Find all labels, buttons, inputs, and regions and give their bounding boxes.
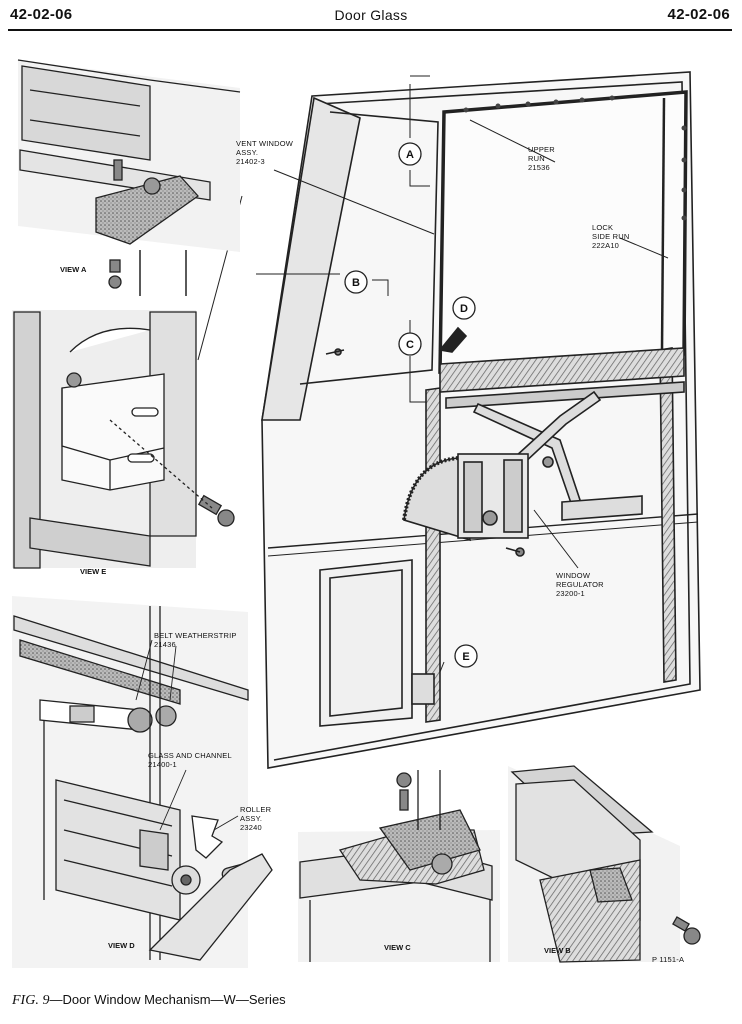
figure-label: FIG. (12, 993, 39, 1008)
vent-window-label-line2: ASSY. (236, 148, 258, 157)
roller-assy-label-line1: ROLLER (240, 805, 272, 814)
window-regulator-label-line3: 23200-1 (556, 589, 585, 598)
callout-c: C (406, 339, 414, 351)
figure-caption-text: —Door Window Mechanism—W—Series (49, 992, 286, 1007)
callout-d: D (460, 303, 468, 315)
roller-assy-label-line3: 23240 (240, 823, 262, 832)
view-a-detail (17, 59, 241, 296)
label-leaders (135, 639, 239, 831)
callout-e: E (462, 651, 469, 663)
callout-a: A (406, 149, 414, 161)
lock-side-run-label-line2: SIDE RUN (592, 232, 629, 241)
header-rule (8, 29, 732, 31)
view-a-label: VIEW A (60, 265, 87, 274)
plate-number: P 1151-A (652, 955, 684, 964)
view-b-label: VIEW B (544, 946, 571, 955)
callout-markers: A B C D E (344, 142, 478, 668)
glass-channel-label-line1: GLASS AND CHANNEL (148, 751, 232, 760)
figure-caption: FIG. 9—Door Window Mechanism—W—Series (12, 992, 286, 1009)
vent-window-label-line1: VENT WINDOW (236, 139, 294, 148)
page-title: Door Glass (334, 7, 408, 23)
roller-assy-label-line2: ASSY. (240, 814, 262, 823)
upper-run-label-line2: RUN (528, 154, 545, 163)
part-labels: VENT WINDOW ASSY. 21402-3 UPPER RUN 2153… (148, 139, 629, 832)
vent-window-label-line3: 21402-3 (236, 157, 265, 166)
belt-weatherstrip-label-line2: 21436 (154, 640, 176, 649)
view-e-detail (12, 310, 235, 569)
upper-run-label-line1: UPPER (528, 145, 555, 154)
section-number-left: 42-02-06 (10, 6, 73, 23)
view-c-label: VIEW C (384, 943, 411, 952)
door-assembly (261, 71, 701, 769)
view-d-detail (12, 596, 273, 968)
lock-side-run-label-line1: LOCK (592, 223, 613, 232)
window-regulator-label-line2: REGULATOR (556, 580, 604, 589)
view-c-detail (298, 770, 500, 962)
upper-run-label-line3: 21536 (528, 163, 550, 172)
view-d-label: VIEW D (108, 941, 135, 950)
glass-channel-label-line2: 21400-1 (148, 760, 177, 769)
lock-side-run-label-line3: 222A10 (592, 241, 619, 250)
figure-number: 9 (42, 993, 50, 1008)
section-number-right: 42-02-06 (667, 6, 730, 23)
door-window-mechanism-illustration: A B C D E VIEW A (12, 59, 701, 968)
window-regulator-label-line1: WINDOW (556, 571, 591, 580)
view-e-label: VIEW E (80, 567, 106, 576)
callout-b: B (352, 277, 360, 289)
view-b-detail (508, 765, 701, 963)
belt-weatherstrip-label-line1: BELT WEATHERSTRIP (154, 631, 237, 640)
